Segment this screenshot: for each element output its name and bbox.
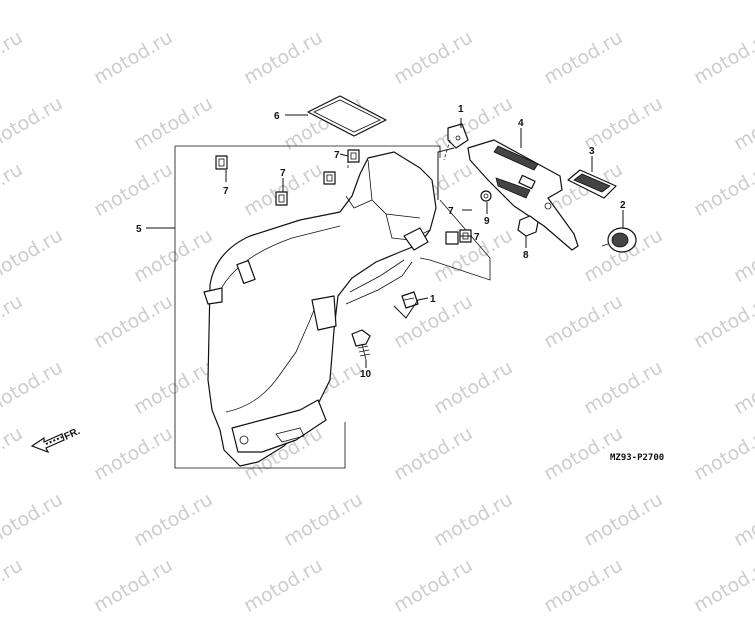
callout-7-e: 7 <box>474 232 480 243</box>
callout-7-b: 7 <box>280 168 286 179</box>
part-7-nut-b <box>275 191 288 206</box>
front-direction-label: FR. <box>63 426 82 443</box>
front-direction-arrow-icon <box>30 433 65 454</box>
exploded-view: 6 5 1 4 3 2 7 7 7 7 7 9 8 10 1 FR. MZ93-… <box>30 95 664 469</box>
part-8-nut <box>517 215 539 237</box>
part-1-clip-bottom <box>401 291 419 309</box>
callout-7-c: 7 <box>334 150 340 161</box>
diagram-code: MZ93-P2700 <box>610 453 664 463</box>
callout-8: 8 <box>523 250 529 261</box>
part-7-nut-f <box>445 231 459 245</box>
callout-5: 5 <box>136 224 142 235</box>
guide-lines <box>347 139 451 168</box>
part-10-bolt <box>351 329 371 361</box>
part-7-nut-d <box>323 171 336 185</box>
callout-4: 4 <box>518 118 524 129</box>
callout-2: 2 <box>620 200 626 211</box>
part-5-rear-fender <box>203 151 437 467</box>
callout-1-top: 1 <box>458 104 464 115</box>
callout-1-bottom: 1 <box>430 294 436 305</box>
part-3-reflector <box>567 169 617 199</box>
callout-9: 9 <box>484 216 490 227</box>
callout-7-d: 7 <box>448 206 454 217</box>
part-9-washer <box>480 190 492 202</box>
callout-10: 10 <box>360 369 372 380</box>
leader-1-bottom <box>393 297 429 319</box>
part-7-nut-a <box>215 155 228 170</box>
part-7-nut-c <box>347 149 360 163</box>
part-4-bracket <box>467 139 579 251</box>
part-6-pad <box>307 95 387 137</box>
callout-6: 6 <box>274 111 280 122</box>
leader-1-top-path <box>437 147 455 200</box>
part-2-grommet <box>601 227 637 253</box>
callout-7-a: 7 <box>223 186 229 197</box>
leader-7-c <box>339 153 349 157</box>
callout-3: 3 <box>589 146 595 157</box>
part-1-clip-top <box>447 123 469 149</box>
assembly-boundary <box>174 145 491 469</box>
